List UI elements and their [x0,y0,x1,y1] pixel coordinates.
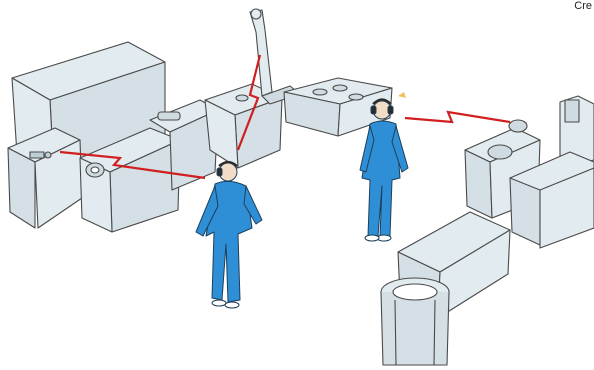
front-drum-machine [381,278,449,365]
headset-icon [388,106,393,114]
worker-left [196,162,262,308]
wireless-link-icon [405,112,510,122]
headset-icon [371,106,376,114]
headset-icon [217,168,222,176]
control-panel-machine [8,128,82,228]
